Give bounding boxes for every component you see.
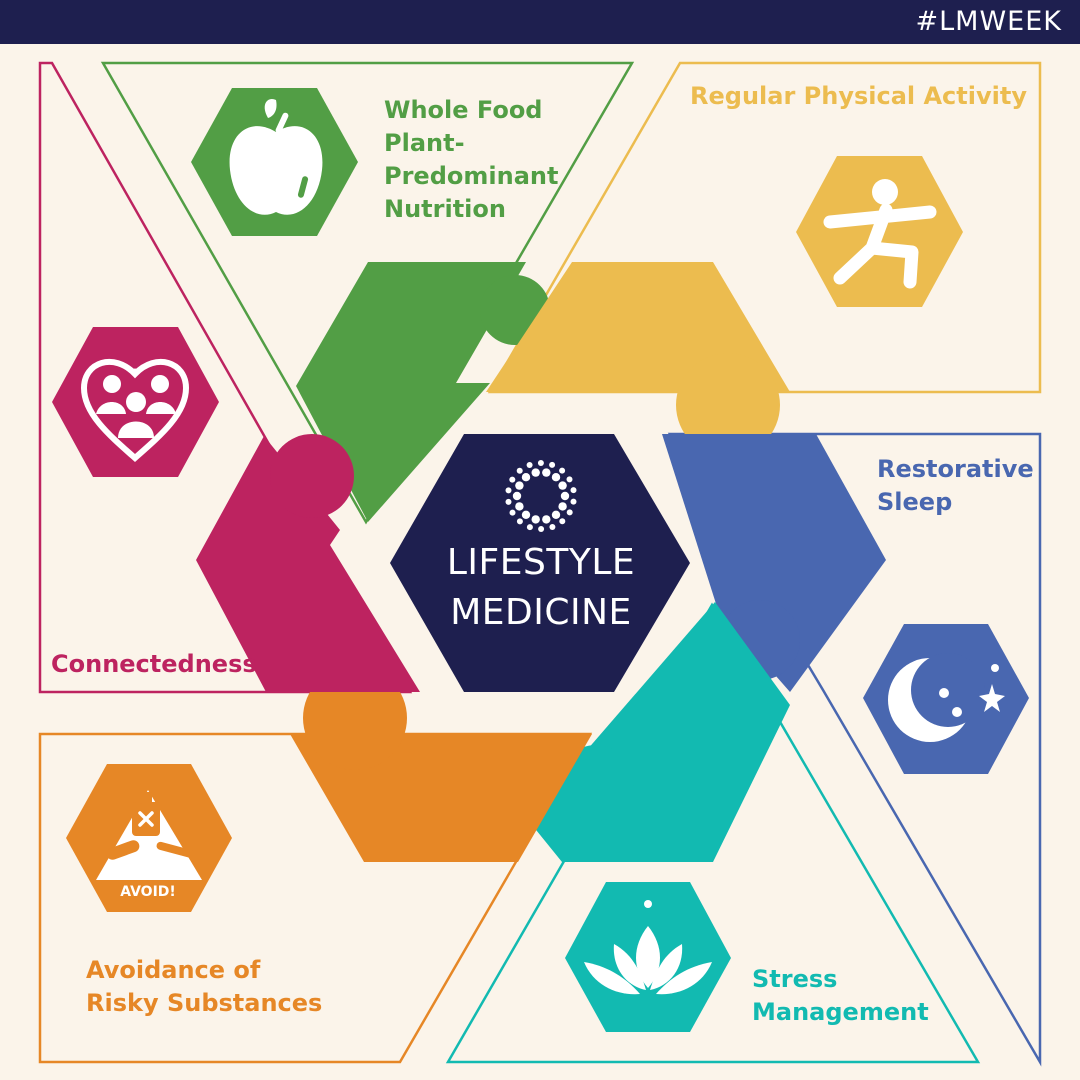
avoid-substances-icon: AVOID! [66,764,232,912]
ring-dot [531,468,540,477]
ring-dot [559,518,566,525]
activity-segment [486,262,790,457]
ring-dot [516,518,523,525]
ring-dot [538,526,545,532]
ring-dot [542,515,551,524]
connectedness-segment [196,434,420,692]
ring-dot [521,510,531,519]
ring-dot [516,467,523,474]
ring-dot [551,510,561,519]
ring-dot [570,487,577,494]
ring-dot [509,509,516,516]
ring-dot [566,509,573,516]
ring-dot [558,481,567,490]
ring-dot [559,467,566,474]
ring-dot [558,502,567,511]
label-sleep: Restorative Sleep [877,455,1034,516]
ring-dot [505,498,512,505]
exercise-pose-icon [796,156,963,307]
heart-people-icon [52,327,219,477]
label-nutrition: Whole Food Plant- Predominant Nutrition [384,96,559,223]
ring-dot [570,498,577,505]
label-connectedness: Connectedness [51,650,257,678]
ring-dot [526,462,533,468]
stress-segment [528,602,790,862]
ring-dot [515,481,524,490]
center-hexagon [390,434,690,692]
ring-dot [537,460,544,466]
label-stress: Stress Management [752,965,929,1026]
ring-dot [566,476,573,483]
activity-frame [487,61,1042,394]
ring-dot [509,476,516,483]
moon-stars-icon [863,624,1029,774]
apple-icon [191,88,358,236]
label-substances: Avoidance of Risky Substances [86,956,323,1017]
ring-dot [542,468,551,477]
ring-dot [531,515,540,524]
center-title: LIFESTYLE MEDICINE [446,542,636,633]
ring-dot [549,524,556,530]
ring-dot [505,487,512,494]
ring-dot [551,473,561,482]
ring-dot [512,491,522,501]
label-activity: Regular Physical Activity [690,82,1027,110]
lotus-icon [565,882,731,1032]
ring-dot [549,461,556,468]
ring-dot [526,524,533,531]
ring-dot [560,491,570,501]
top-banner: #LMWEEK [0,0,1080,44]
dotted-ring-icon [505,460,577,532]
ring-dot [515,502,524,511]
hashtag-text: #LMWEEK [915,6,1062,37]
ring-dot [521,473,531,482]
avoid-badge-text: AVOID! [120,884,176,900]
